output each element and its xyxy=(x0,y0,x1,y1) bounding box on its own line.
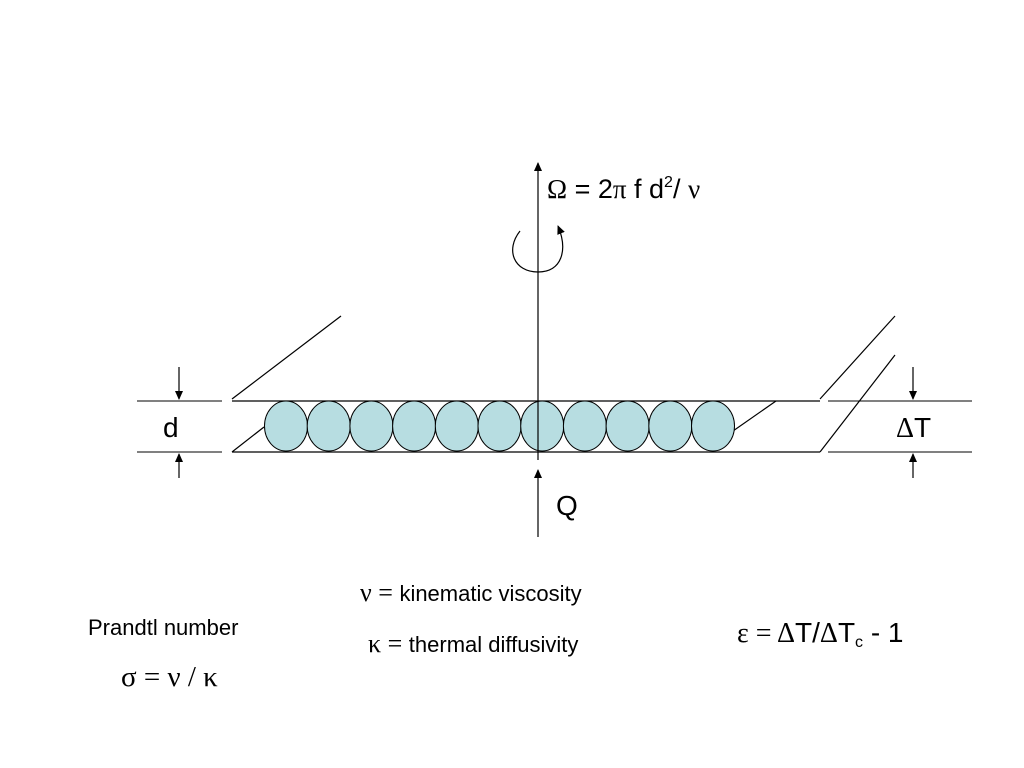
pi-symbol: π xyxy=(612,174,627,204)
epsilon-symbol: ε xyxy=(737,618,749,649)
nu-def-equals: = xyxy=(371,578,400,607)
convection-roll xyxy=(520,400,565,452)
convection-roll xyxy=(264,400,308,452)
f-d-text: f d xyxy=(626,174,665,204)
d-exponent: 2 xyxy=(664,174,673,191)
prandtl-title: Prandtl number xyxy=(88,615,239,640)
t-text: T xyxy=(914,412,932,443)
delta-symbol-2: Δ xyxy=(819,618,838,649)
right-lower-diagonal xyxy=(819,354,896,453)
convection-roll xyxy=(349,400,394,452)
convection-roll xyxy=(691,400,735,452)
rotation-arrow xyxy=(512,225,565,273)
right-upper-diagonal xyxy=(819,315,896,400)
delta-symbol-1: Δ xyxy=(777,618,796,649)
kappa-definition: κ = thermal diffusivity xyxy=(368,631,578,657)
convection-roll xyxy=(306,400,351,452)
convection-roll xyxy=(477,400,522,452)
right-inner-diagonal xyxy=(732,400,777,432)
slash: / xyxy=(672,174,688,204)
convection-roll xyxy=(605,400,650,452)
prandtl-formula: σ = ν / κ xyxy=(121,661,218,693)
delta-symbol: Δ xyxy=(896,413,915,444)
omega-formula: Ω = 2π f d2/ ν xyxy=(547,175,700,203)
left-upper-diagonal xyxy=(231,315,342,400)
q-label: Q xyxy=(556,490,578,521)
nu-symbol: ν xyxy=(687,174,701,204)
convection-roll xyxy=(392,400,437,452)
minus-one-text: - 1 xyxy=(863,617,904,648)
convection-roll xyxy=(648,400,693,452)
kappa-def-symbol: κ xyxy=(368,629,382,658)
critical-subscript: c xyxy=(855,634,864,651)
t-slash-text: T/ xyxy=(795,617,820,648)
epsilon-equals: = xyxy=(748,618,778,649)
kappa-def-text: thermal diffusivity xyxy=(408,632,579,657)
convection-rolls xyxy=(264,400,735,452)
left-lower-diagonal xyxy=(231,426,265,453)
d-label: d xyxy=(163,412,179,443)
tc-text: T xyxy=(837,617,856,648)
convection-roll xyxy=(434,400,479,452)
nu-def-symbol: ν xyxy=(360,578,372,607)
omega-symbol: Ω xyxy=(547,174,568,204)
kappa-def-equals: = xyxy=(381,629,409,658)
convection-roll xyxy=(562,400,607,452)
epsilon-formula: ε = ΔT/ΔTc - 1 xyxy=(737,619,904,651)
omega-equals: = 2 xyxy=(567,174,613,204)
delta-t-label: ΔT xyxy=(896,414,931,443)
nu-def-text: kinematic viscosity xyxy=(399,581,582,606)
nu-definition: ν = kinematic viscosity xyxy=(360,580,582,606)
